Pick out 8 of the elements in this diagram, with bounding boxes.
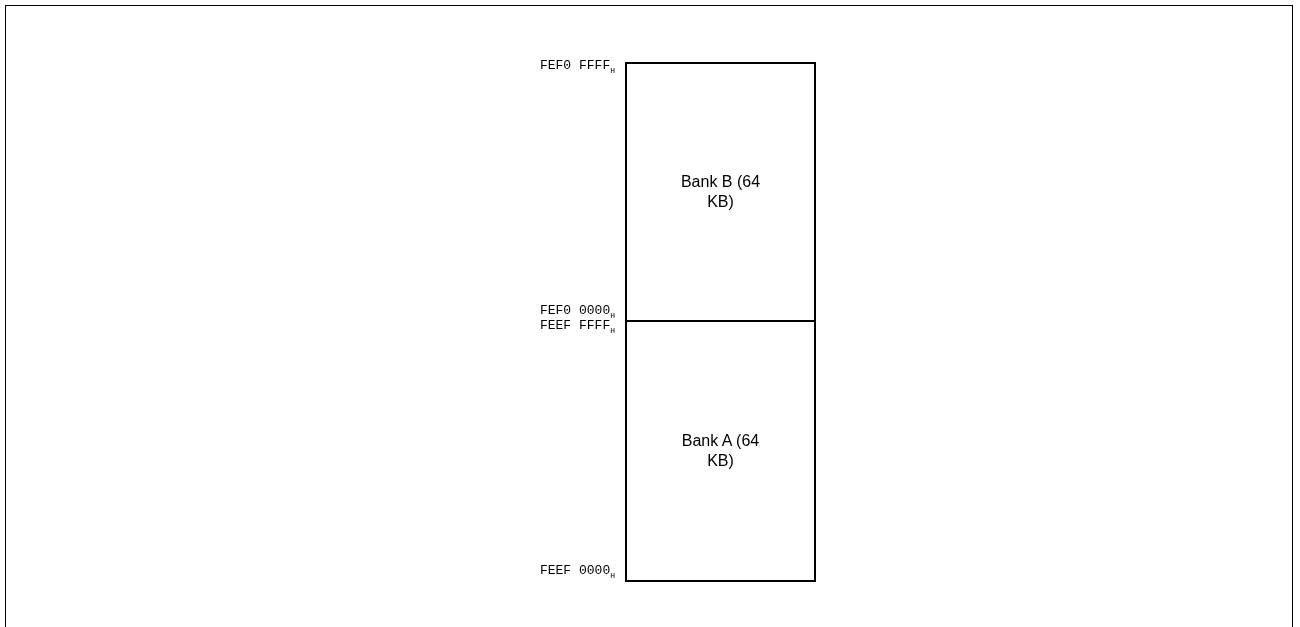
address-label: FEEF FFFF$_{H}$ (539, 318, 615, 337)
memory-bank-block (625, 62, 816, 322)
bank-label: Bank B (64 KB) (680, 172, 761, 212)
memory-bank-block (625, 320, 816, 582)
address-label: FEEF 0000$_{H}$ (539, 563, 615, 582)
bank-label: Bank A (64 KB) (680, 431, 761, 471)
address-label: FEF0 FFFF$_{H}$ (539, 58, 615, 77)
address-label: FEF0 0000$_{H}$ (539, 303, 615, 320)
